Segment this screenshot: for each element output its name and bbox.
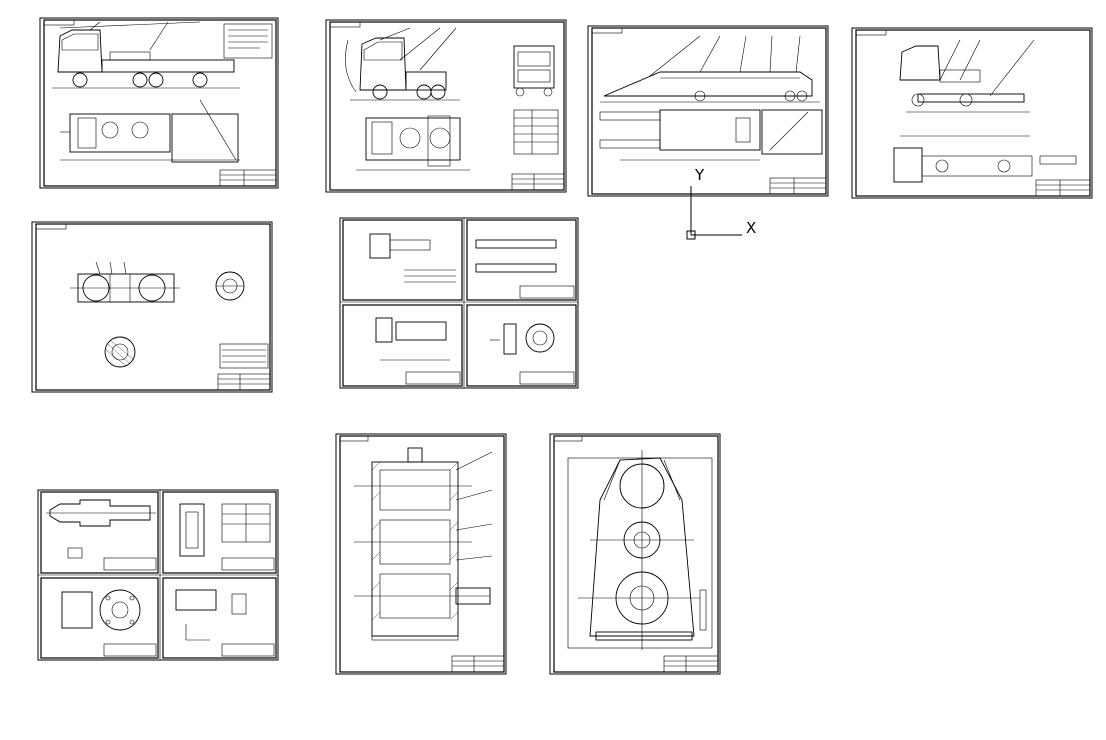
sheet-truck-general-view[interactable]: [39, 17, 279, 189]
sheet-detail-drawings-set-2[interactable]: [37, 489, 279, 661]
ucs-x-label: X: [746, 219, 756, 237]
title-block: [511, 173, 565, 191]
sheet-gearbox-section[interactable]: [335, 433, 507, 675]
title-block: [663, 655, 719, 673]
sheet-gearbox-front-view[interactable]: [549, 433, 721, 675]
ucs-icon: Y X: [686, 166, 756, 240]
sheet-hub-assembly-sections[interactable]: [31, 221, 273, 393]
sheet-semitrailer-ramp-view[interactable]: [587, 25, 829, 197]
title-block: [217, 373, 271, 391]
ucs-y-label: Y: [694, 166, 705, 184]
title-block: [451, 655, 505, 673]
sheet-detail-drawings-set-1[interactable]: [339, 217, 579, 389]
title-block: [219, 169, 277, 187]
title-block: [769, 177, 827, 195]
sheet-tractor-side-plan[interactable]: [851, 27, 1093, 199]
title-block: [1035, 179, 1091, 197]
sheet-tractor-unit-views[interactable]: [325, 19, 567, 193]
